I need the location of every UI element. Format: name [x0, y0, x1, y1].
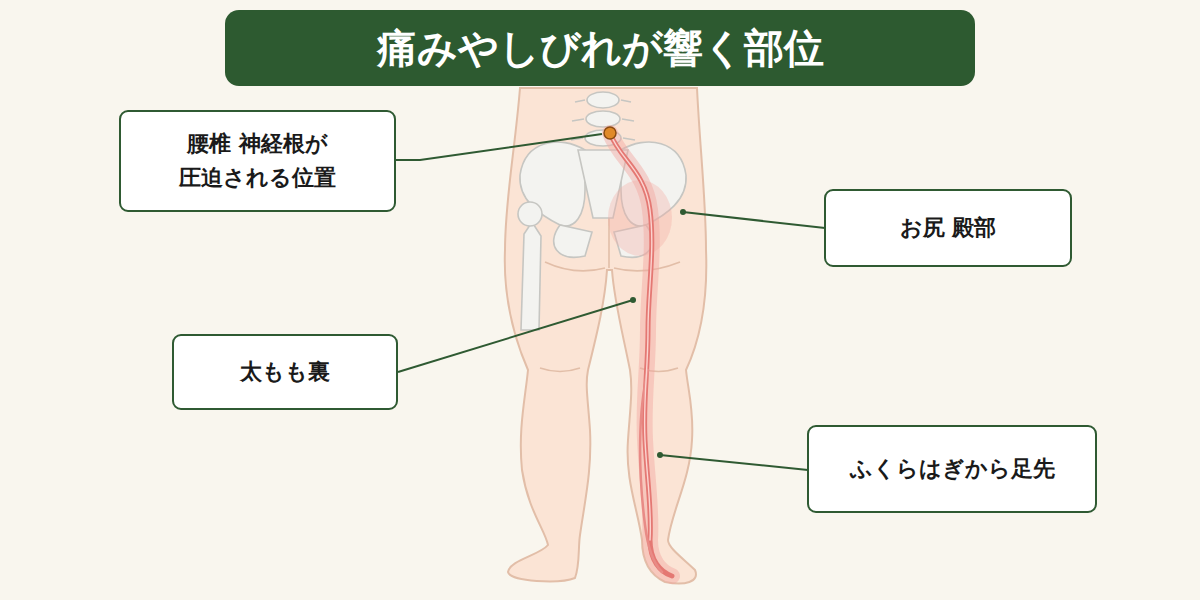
leader-lines: [395, 134, 825, 470]
callout-box: お尻 殿部: [824, 189, 1072, 267]
compression-point: [604, 127, 616, 139]
callout-box: ふくらはぎから足先: [807, 425, 1097, 513]
body-outline: [505, 88, 707, 584]
callout-text: 太もも裏: [240, 355, 330, 389]
callout-text: 腰椎 神経根が 圧迫される位置: [172, 127, 344, 195]
title-banner: 痛みやしびれが響く部位: [225, 10, 975, 86]
callout-text: お尻 殿部: [900, 211, 997, 245]
pelvis-bones: [518, 92, 686, 330]
callout-box: 太もも裏: [172, 334, 398, 410]
callout-box: 腰椎 神経根が 圧迫される位置: [119, 110, 396, 212]
sciatic-nerve: [610, 133, 672, 576]
leader-dots: [630, 209, 686, 458]
callout-text: ふくらはぎから足先: [850, 452, 1055, 486]
title-text: 痛みやしびれが響く部位: [377, 21, 824, 76]
